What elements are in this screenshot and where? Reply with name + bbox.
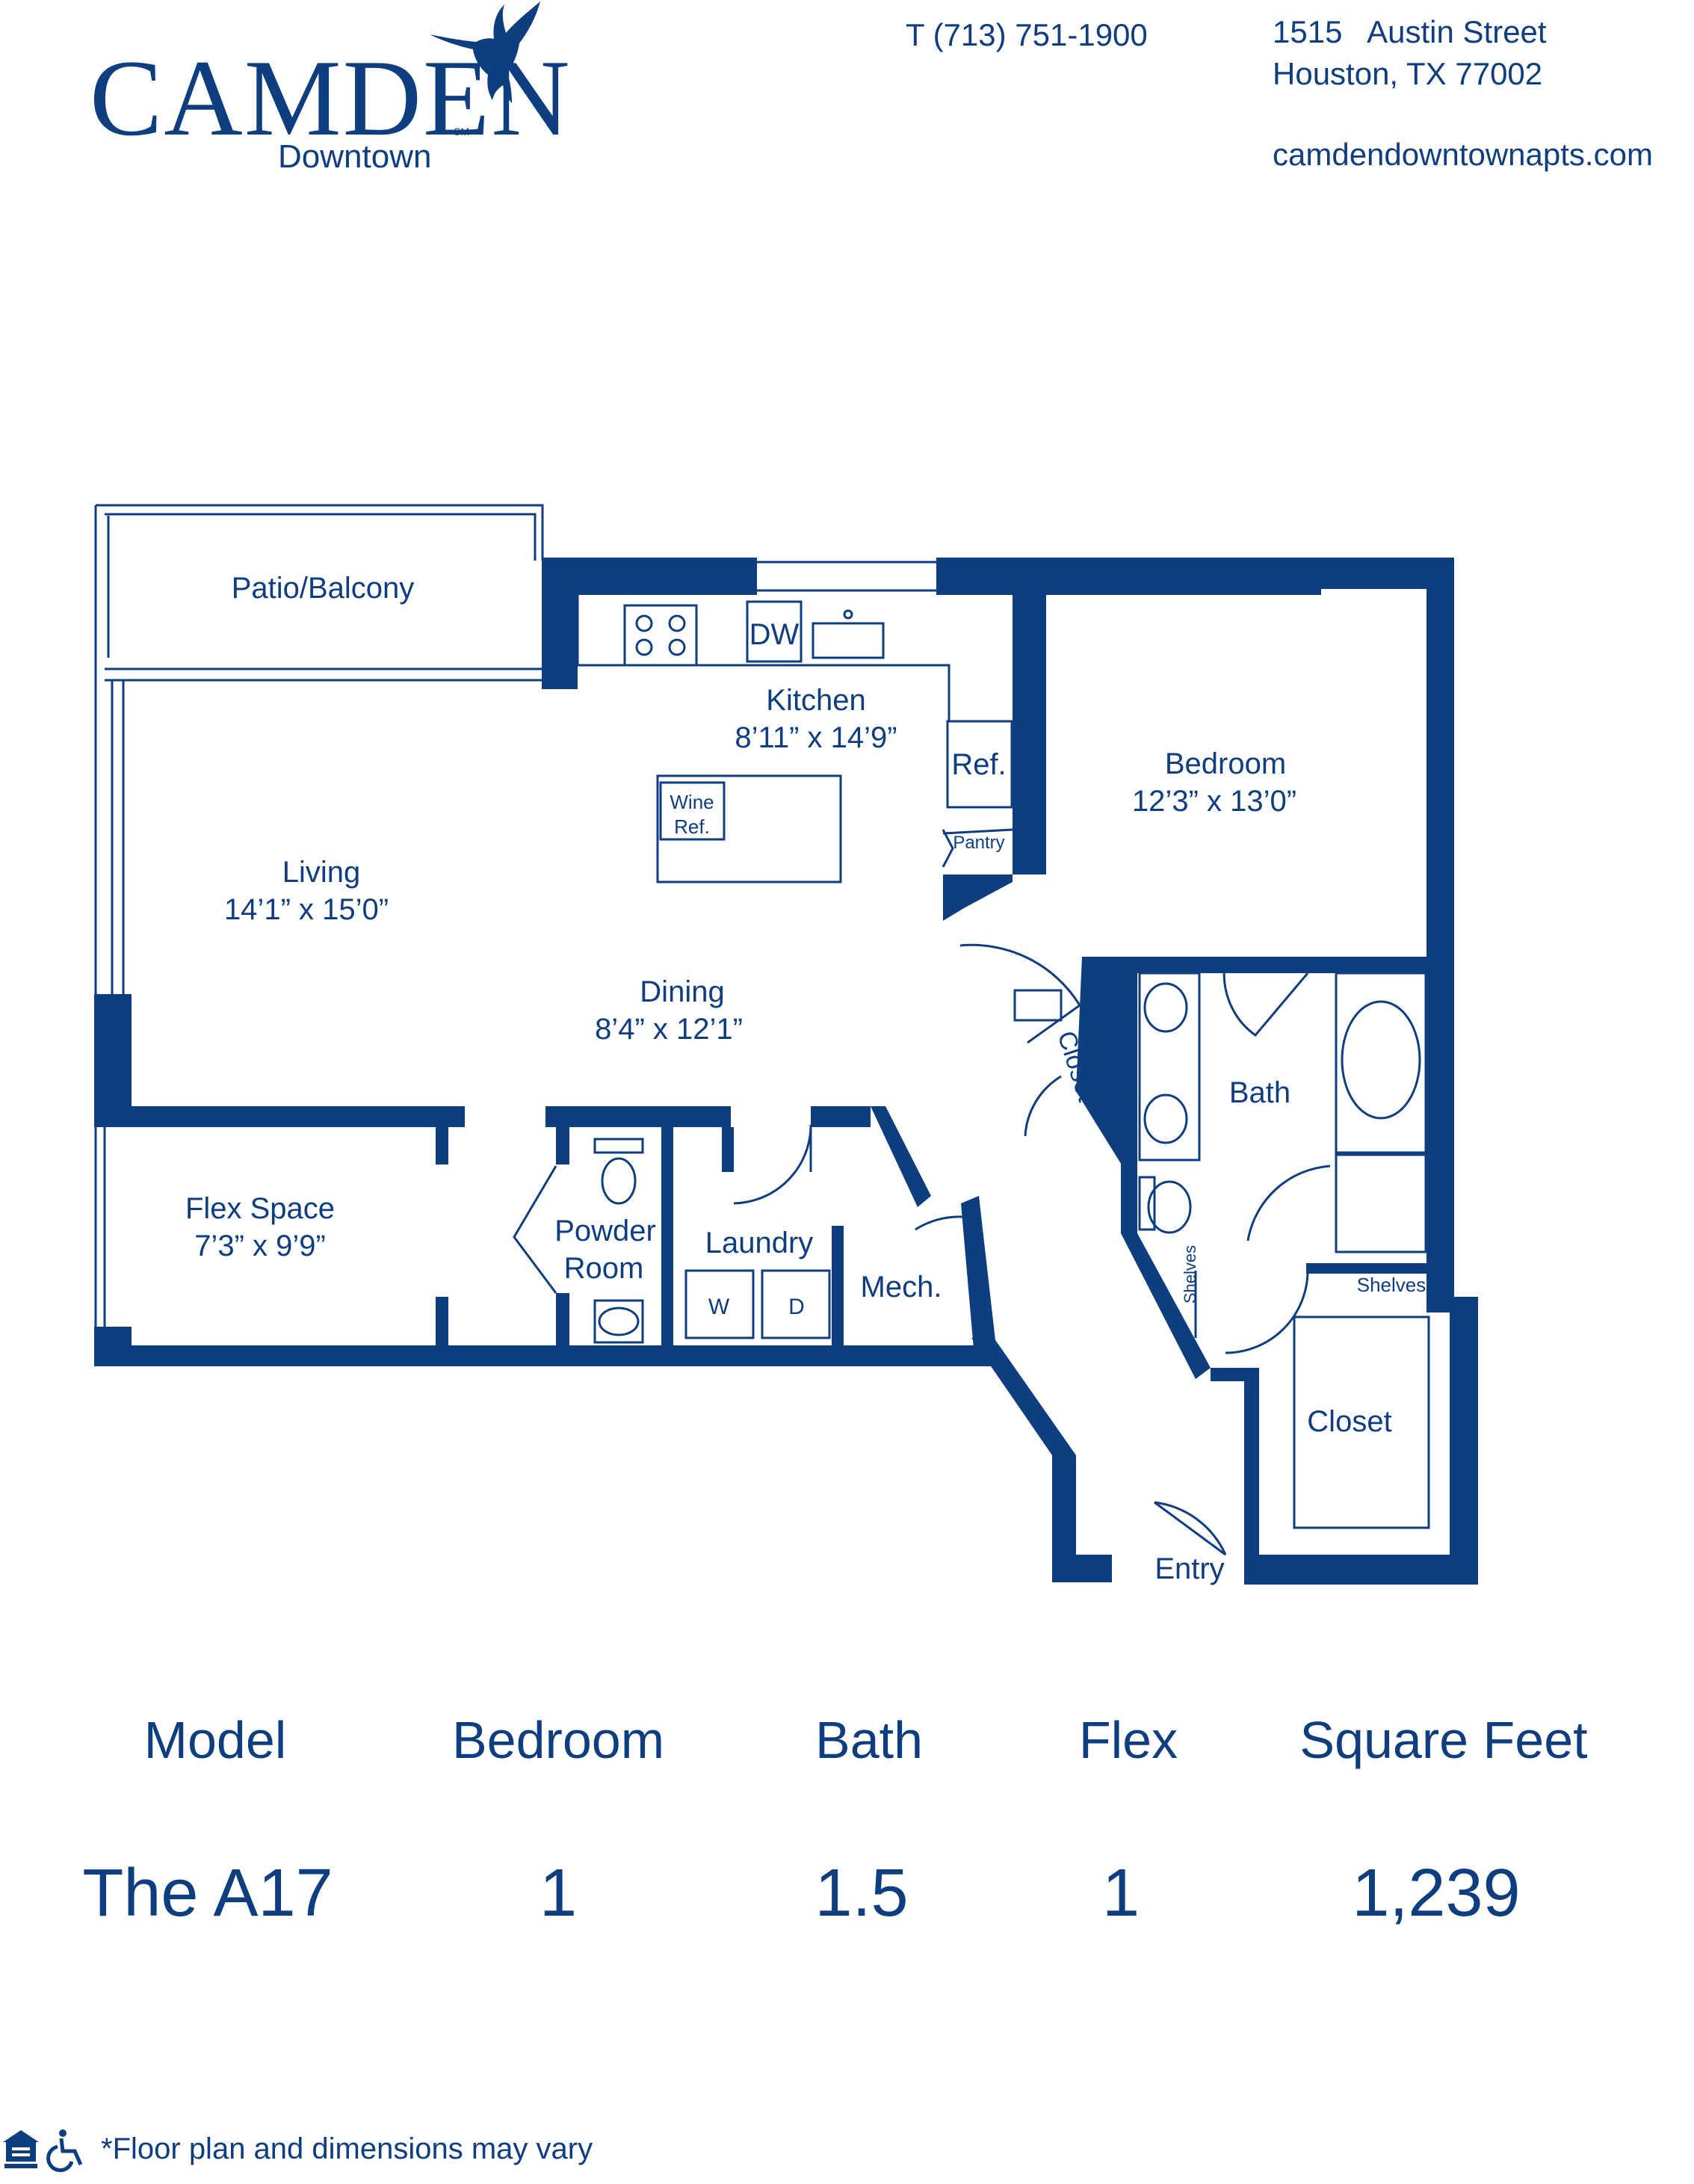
floor-plan-walls xyxy=(94,558,1478,1585)
label-dining: Dining xyxy=(640,975,724,1008)
label-pantry: Pantry xyxy=(953,833,1004,853)
label-shelves-right: Shelves xyxy=(1357,1274,1426,1296)
label-living-dim: 14’1” x 15’0” xyxy=(224,893,389,926)
value-square-feet: 1,239 xyxy=(1352,1856,1521,1931)
label-laundry: Laundry xyxy=(705,1227,814,1259)
header-bath: Bath xyxy=(815,1711,923,1769)
value-bath: 1.5 xyxy=(814,1856,909,1931)
floor-plan: Patio/Balcony Kitchen 8’11” x 14’9” DW R… xyxy=(94,504,1478,1585)
label-powder-2: Room xyxy=(564,1252,644,1285)
label-wine-ref-1: Wine xyxy=(670,791,714,813)
phone-number: T (713) 751-1900 xyxy=(906,17,1148,52)
label-entry: Entry xyxy=(1154,1552,1224,1585)
label-bedroom: Bedroom xyxy=(1165,747,1286,780)
label-shelves-left: Shelves xyxy=(1181,1245,1199,1304)
value-model: The A17 xyxy=(82,1856,333,1931)
value-flex: 1 xyxy=(1101,1856,1140,1931)
address-line-1: 1515 Austin Street xyxy=(1273,14,1547,49)
label-mech: Mech. xyxy=(861,1271,942,1304)
label-closet-walk: Closet xyxy=(1307,1405,1391,1438)
label-dryer: D xyxy=(788,1295,805,1319)
label-living: Living xyxy=(282,856,361,889)
header-bedroom: Bedroom xyxy=(451,1711,665,1769)
label-flex-space: Flex Space xyxy=(185,1192,335,1225)
label-washer: W xyxy=(708,1295,730,1319)
disclaimer-text: *Floor plan and dimensions may vary xyxy=(101,2132,593,2165)
accessibility-icon xyxy=(46,2129,83,2172)
label-refrigerator: Ref. xyxy=(951,748,1006,781)
header-square-feet: Square Feet xyxy=(1299,1711,1588,1769)
label-kitchen: Kitchen xyxy=(766,684,865,717)
value-bedroom: 1 xyxy=(539,1856,578,1931)
label-kitchen-dim: 8’11” x 14’9” xyxy=(735,721,897,754)
website-link[interactable]: camdendowntownapts.com xyxy=(1273,137,1653,172)
address-line-2: Houston, TX 77002 xyxy=(1273,56,1543,91)
floor-plan-fixtures xyxy=(94,504,1430,1556)
header-flex: Flex xyxy=(1078,1711,1178,1769)
label-dishwasher: DW xyxy=(749,618,800,651)
label-powder-1: Powder xyxy=(554,1215,656,1247)
brand-sub-text: Downtown xyxy=(278,138,432,175)
service-mark: SM xyxy=(454,126,469,138)
label-patio: Patio/Balcony xyxy=(232,572,415,605)
equal-housing-icon xyxy=(3,2130,39,2168)
label-dining-dim: 8’4” x 12’1” xyxy=(595,1013,743,1046)
label-wine-ref-2: Ref. xyxy=(674,815,710,838)
label-bedroom-dim: 12’3” x 13’0” xyxy=(1132,785,1296,818)
label-bath: Bath xyxy=(1229,1076,1290,1109)
label-flex-dim: 7’3” x 9’9” xyxy=(194,1230,326,1262)
hummingbird-icon xyxy=(430,1,540,103)
header-model: Model xyxy=(143,1711,287,1769)
